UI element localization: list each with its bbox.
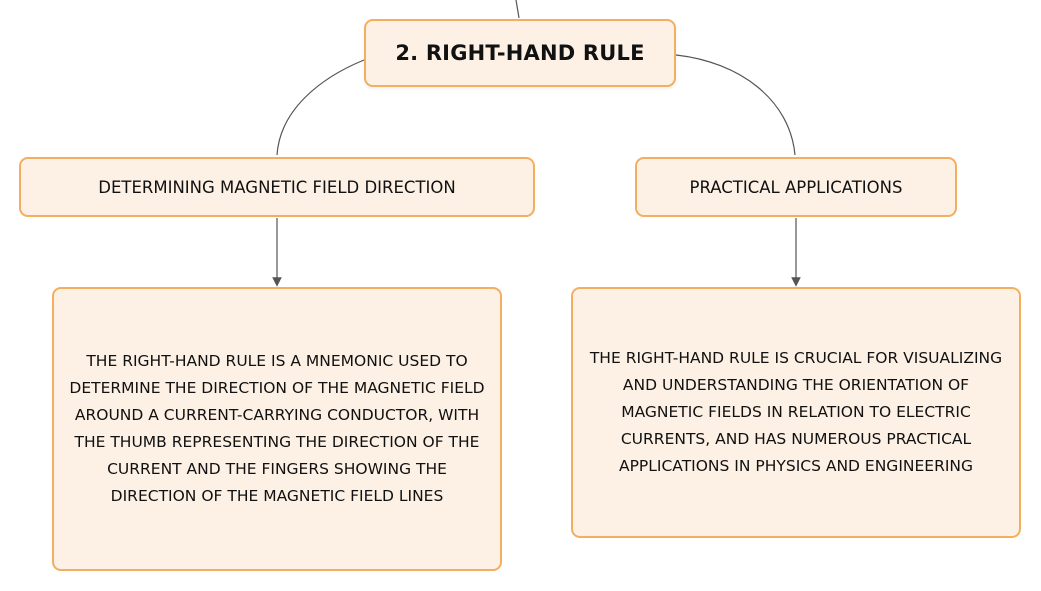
connector-root-to-left [276, 59, 365, 156]
detail-node-magnetic-field-direction[interactable]: THE RIGHT-HAND RULE IS A MNEMONIC USED T… [52, 287, 502, 571]
detail-node-text: THE RIGHT-HAND RULE IS A MNEMONIC USED T… [69, 352, 485, 505]
branch-node-label: DETERMINING MAGNETIC FIELD DIRECTION [98, 177, 456, 197]
root-node-label: 2. RIGHT-HAND RULE [395, 41, 645, 65]
branch-node-magnetic-field-direction[interactable]: DETERMINING MAGNETIC FIELD DIRECTION [19, 157, 535, 217]
detail-node-practical-applications[interactable]: THE RIGHT-HAND RULE IS CRUCIAL FOR VISUA… [571, 287, 1021, 538]
detail-node-text: THE RIGHT-HAND RULE IS CRUCIAL FOR VISUA… [589, 349, 1003, 475]
connector-from-parent [515, 0, 520, 19]
branch-node-label: PRACTICAL APPLICATIONS [689, 177, 903, 197]
root-node[interactable]: 2. RIGHT-HAND RULE [364, 19, 676, 87]
connector-root-to-right [675, 54, 796, 156]
branch-node-practical-applications[interactable]: PRACTICAL APPLICATIONS [635, 157, 957, 217]
